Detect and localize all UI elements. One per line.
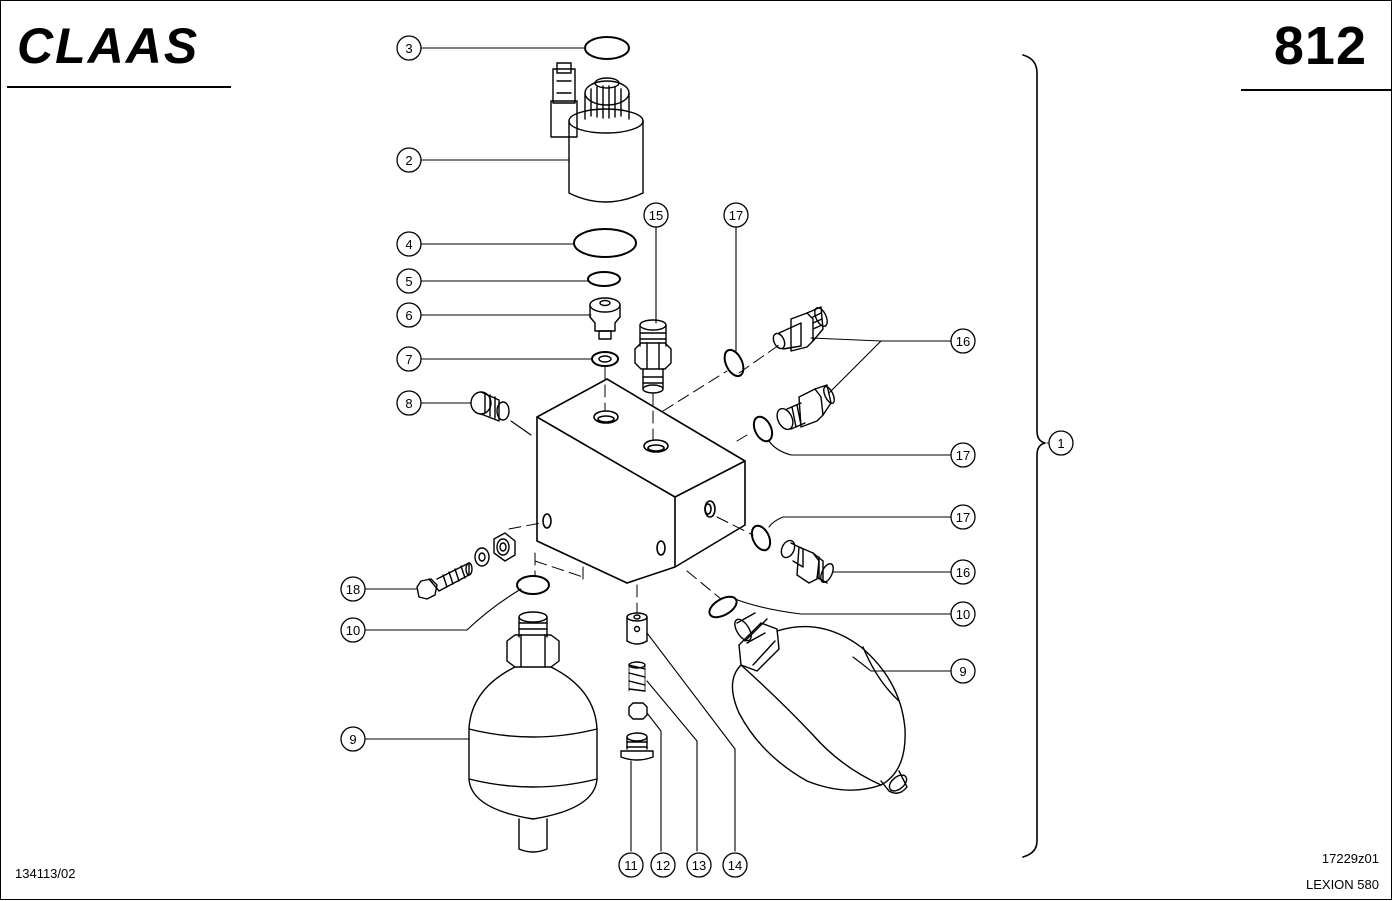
fitting-part-16-lower xyxy=(780,539,834,584)
callout-11: 11 xyxy=(618,852,644,878)
callout-label: 9 xyxy=(349,732,356,747)
assembly-guide-lines xyxy=(508,344,780,614)
callout-label: 7 xyxy=(405,352,412,367)
callout-16-top: 16 xyxy=(950,328,976,354)
callout-2: 2 xyxy=(396,147,422,173)
callout-label: 10 xyxy=(956,607,970,622)
callout-label: 17 xyxy=(956,510,970,525)
o-ring-part-17-lower xyxy=(750,524,772,552)
bolt-part-18 xyxy=(416,562,473,600)
callout-markers: 3 2 4 5 6 7 8 xyxy=(340,35,1074,878)
o-ring-part-5 xyxy=(587,271,621,287)
ball-seat-part-12 xyxy=(628,702,648,720)
callout-17-lower: 17 xyxy=(950,504,976,530)
callout-label: 9 xyxy=(959,664,966,679)
washer-part-18a xyxy=(474,547,490,567)
valve-sleeve-part-14 xyxy=(626,612,648,645)
callout-label: 10 xyxy=(346,623,360,638)
valve-block-body xyxy=(536,378,746,584)
callout-5: 5 xyxy=(396,268,422,294)
valve-cartridge-part-6 xyxy=(589,297,621,340)
o-ring-part-17-upper xyxy=(723,348,745,378)
callout-4: 4 xyxy=(396,231,422,257)
callout-12: 12 xyxy=(650,852,676,878)
callout-label: 1 xyxy=(1057,436,1064,451)
callout-label: 17 xyxy=(956,448,970,463)
callout-label: 11 xyxy=(624,858,638,873)
page-number: 812 xyxy=(1273,16,1367,76)
callout-label: 8 xyxy=(405,396,412,411)
document-code: 134113/02 xyxy=(15,866,76,881)
callout-label: 18 xyxy=(346,582,360,597)
logo-text: CLAAS xyxy=(17,23,199,69)
assembly-brace xyxy=(1022,54,1046,858)
callout-label: 2 xyxy=(405,153,412,168)
accumulator-part-9-left xyxy=(468,611,598,853)
machine-model: LEXION 580 xyxy=(1306,877,1379,892)
plug-part-11 xyxy=(620,732,654,761)
logo-rule xyxy=(7,86,231,88)
callout-1: 1 xyxy=(1048,430,1074,456)
callout-label: 17 xyxy=(729,208,743,223)
callout-label: 14 xyxy=(728,858,742,873)
callout-9-left: 9 xyxy=(340,726,366,752)
callout-13: 13 xyxy=(686,852,712,878)
fitting-part-15 xyxy=(634,319,672,394)
callout-6: 6 xyxy=(396,302,422,328)
callout-7: 7 xyxy=(396,346,422,372)
callout-label: 4 xyxy=(405,237,412,252)
page-number-rule xyxy=(1241,89,1391,91)
callout-label: 5 xyxy=(405,274,412,289)
callout-15: 15 xyxy=(643,202,669,228)
callout-8: 8 xyxy=(396,390,422,416)
callout-label: 16 xyxy=(956,334,970,349)
callout-label: 16 xyxy=(956,565,970,580)
o-ring-part-10-right xyxy=(708,595,738,619)
callout-label: 6 xyxy=(405,308,412,323)
accumulator-part-9-right xyxy=(731,612,908,794)
o-ring-part-4 xyxy=(573,228,637,258)
callout-label: 12 xyxy=(656,858,670,873)
callout-14: 14 xyxy=(722,852,748,878)
plug-part-8 xyxy=(470,391,510,422)
callout-10-right: 10 xyxy=(950,601,976,627)
o-ring-part-17-middle xyxy=(752,415,774,443)
callout-16-lower: 16 xyxy=(950,559,976,585)
callout-label: 3 xyxy=(405,41,412,56)
callout-label: 13 xyxy=(692,858,706,873)
fitting-part-16-upper xyxy=(772,306,828,352)
solenoid-coil-part-2 xyxy=(550,62,644,203)
nut-part-18b xyxy=(493,532,516,562)
callout-18: 18 xyxy=(340,576,366,602)
callout-9-right: 9 xyxy=(950,658,976,684)
o-ring-part-10-left xyxy=(516,575,550,595)
callout-17-middle: 17 xyxy=(950,442,976,468)
fitting-part-16-middle xyxy=(776,384,835,431)
seal-ring-part-7 xyxy=(591,351,619,367)
callout-10-left: 10 xyxy=(340,617,366,643)
spring-part-13 xyxy=(628,661,646,692)
o-ring-part-3 xyxy=(584,36,630,60)
callout-17-top: 17 xyxy=(723,202,749,228)
callout-label: 15 xyxy=(649,208,663,223)
claas-logo-icon: CLAAS xyxy=(17,23,199,69)
drawing-code: 17229z01 xyxy=(1321,851,1379,866)
leader-lines xyxy=(364,47,1054,852)
callout-3: 3 xyxy=(396,35,422,61)
